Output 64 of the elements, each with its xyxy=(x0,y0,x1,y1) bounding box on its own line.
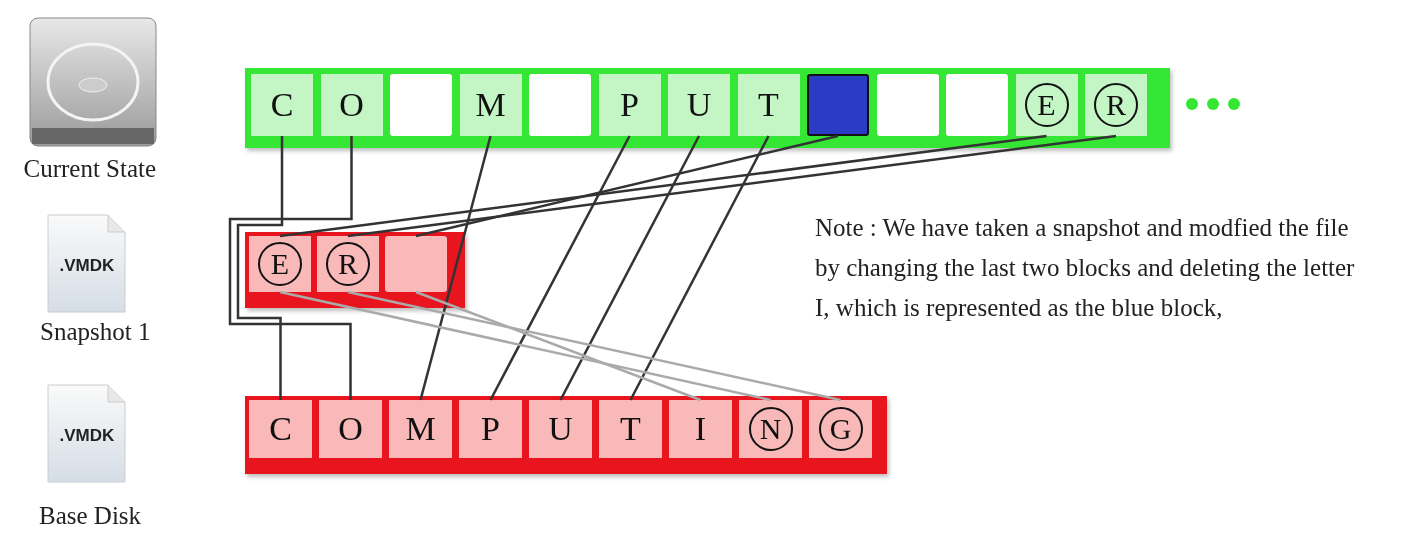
note-text: Note : We have taken a snapshot and modfied the file by changing the last two blocks and deleting the letter I, which is represented as the blue block, xyxy=(815,213,1356,323)
circled-letter: E xyxy=(1024,83,1069,127)
block-cell xyxy=(249,400,312,458)
connector-line xyxy=(419,135,492,401)
block-cell xyxy=(737,74,800,136)
block-letter: C xyxy=(269,410,292,448)
connector-line xyxy=(629,135,770,401)
block-cell xyxy=(946,74,1008,136)
circled-letter: R xyxy=(326,242,370,286)
block-cell xyxy=(459,400,522,458)
block-cell xyxy=(390,74,452,136)
block-letter: O xyxy=(338,410,363,448)
block-cell xyxy=(1015,74,1078,136)
connector-line xyxy=(228,136,353,400)
block-cell xyxy=(319,400,382,458)
block-cell xyxy=(807,74,869,136)
block-letter: P xyxy=(481,410,500,448)
connector-line xyxy=(279,290,771,402)
circled-letter: N xyxy=(748,407,793,451)
block-letter: M xyxy=(405,410,436,448)
block-cell xyxy=(385,236,447,292)
circled-letter: R xyxy=(1094,83,1138,127)
block-letter: M xyxy=(475,86,506,124)
connector-line xyxy=(489,135,631,401)
disk-label: Base Disk xyxy=(39,502,142,530)
block-cell xyxy=(320,74,383,136)
disk-label: Current State xyxy=(23,155,157,183)
block-cell xyxy=(459,74,522,136)
disk-label: Snapshot 1 xyxy=(40,318,151,346)
block-cell xyxy=(317,236,379,292)
block-letter: T xyxy=(758,86,779,124)
block-strip xyxy=(245,232,465,308)
connector-line xyxy=(347,134,1117,238)
block-cell xyxy=(529,74,591,136)
block-cell xyxy=(739,400,802,458)
block-cell xyxy=(809,400,872,458)
block-cell xyxy=(598,74,661,136)
connector-line xyxy=(415,134,839,238)
block-cell xyxy=(876,74,939,136)
block-strip xyxy=(245,396,887,474)
block-cell xyxy=(249,236,311,292)
circled-letter: G xyxy=(818,407,863,451)
connector-line xyxy=(559,135,701,401)
block-cell xyxy=(251,74,313,136)
circled-letter: E xyxy=(258,242,302,286)
block-letter: C xyxy=(270,86,294,124)
block-letter: P xyxy=(620,86,639,124)
block-letter: I xyxy=(694,410,707,448)
connector-line xyxy=(415,290,701,402)
connector-line xyxy=(279,134,1047,238)
connector-line xyxy=(236,136,284,400)
block-cell xyxy=(1085,74,1147,136)
block-cell xyxy=(669,400,732,458)
block-cell xyxy=(389,400,452,458)
block-letter: O xyxy=(339,86,364,124)
block-cell xyxy=(529,400,592,458)
block-letter: U xyxy=(686,86,712,124)
block-cell xyxy=(599,400,662,458)
block-letter: T xyxy=(620,410,641,448)
block-cell xyxy=(668,74,730,136)
file-extension-label: .VMDK xyxy=(59,256,115,276)
file-extension-label: .VMDK xyxy=(59,426,115,446)
block-strip xyxy=(245,68,1170,148)
block-letter: U xyxy=(548,410,573,448)
